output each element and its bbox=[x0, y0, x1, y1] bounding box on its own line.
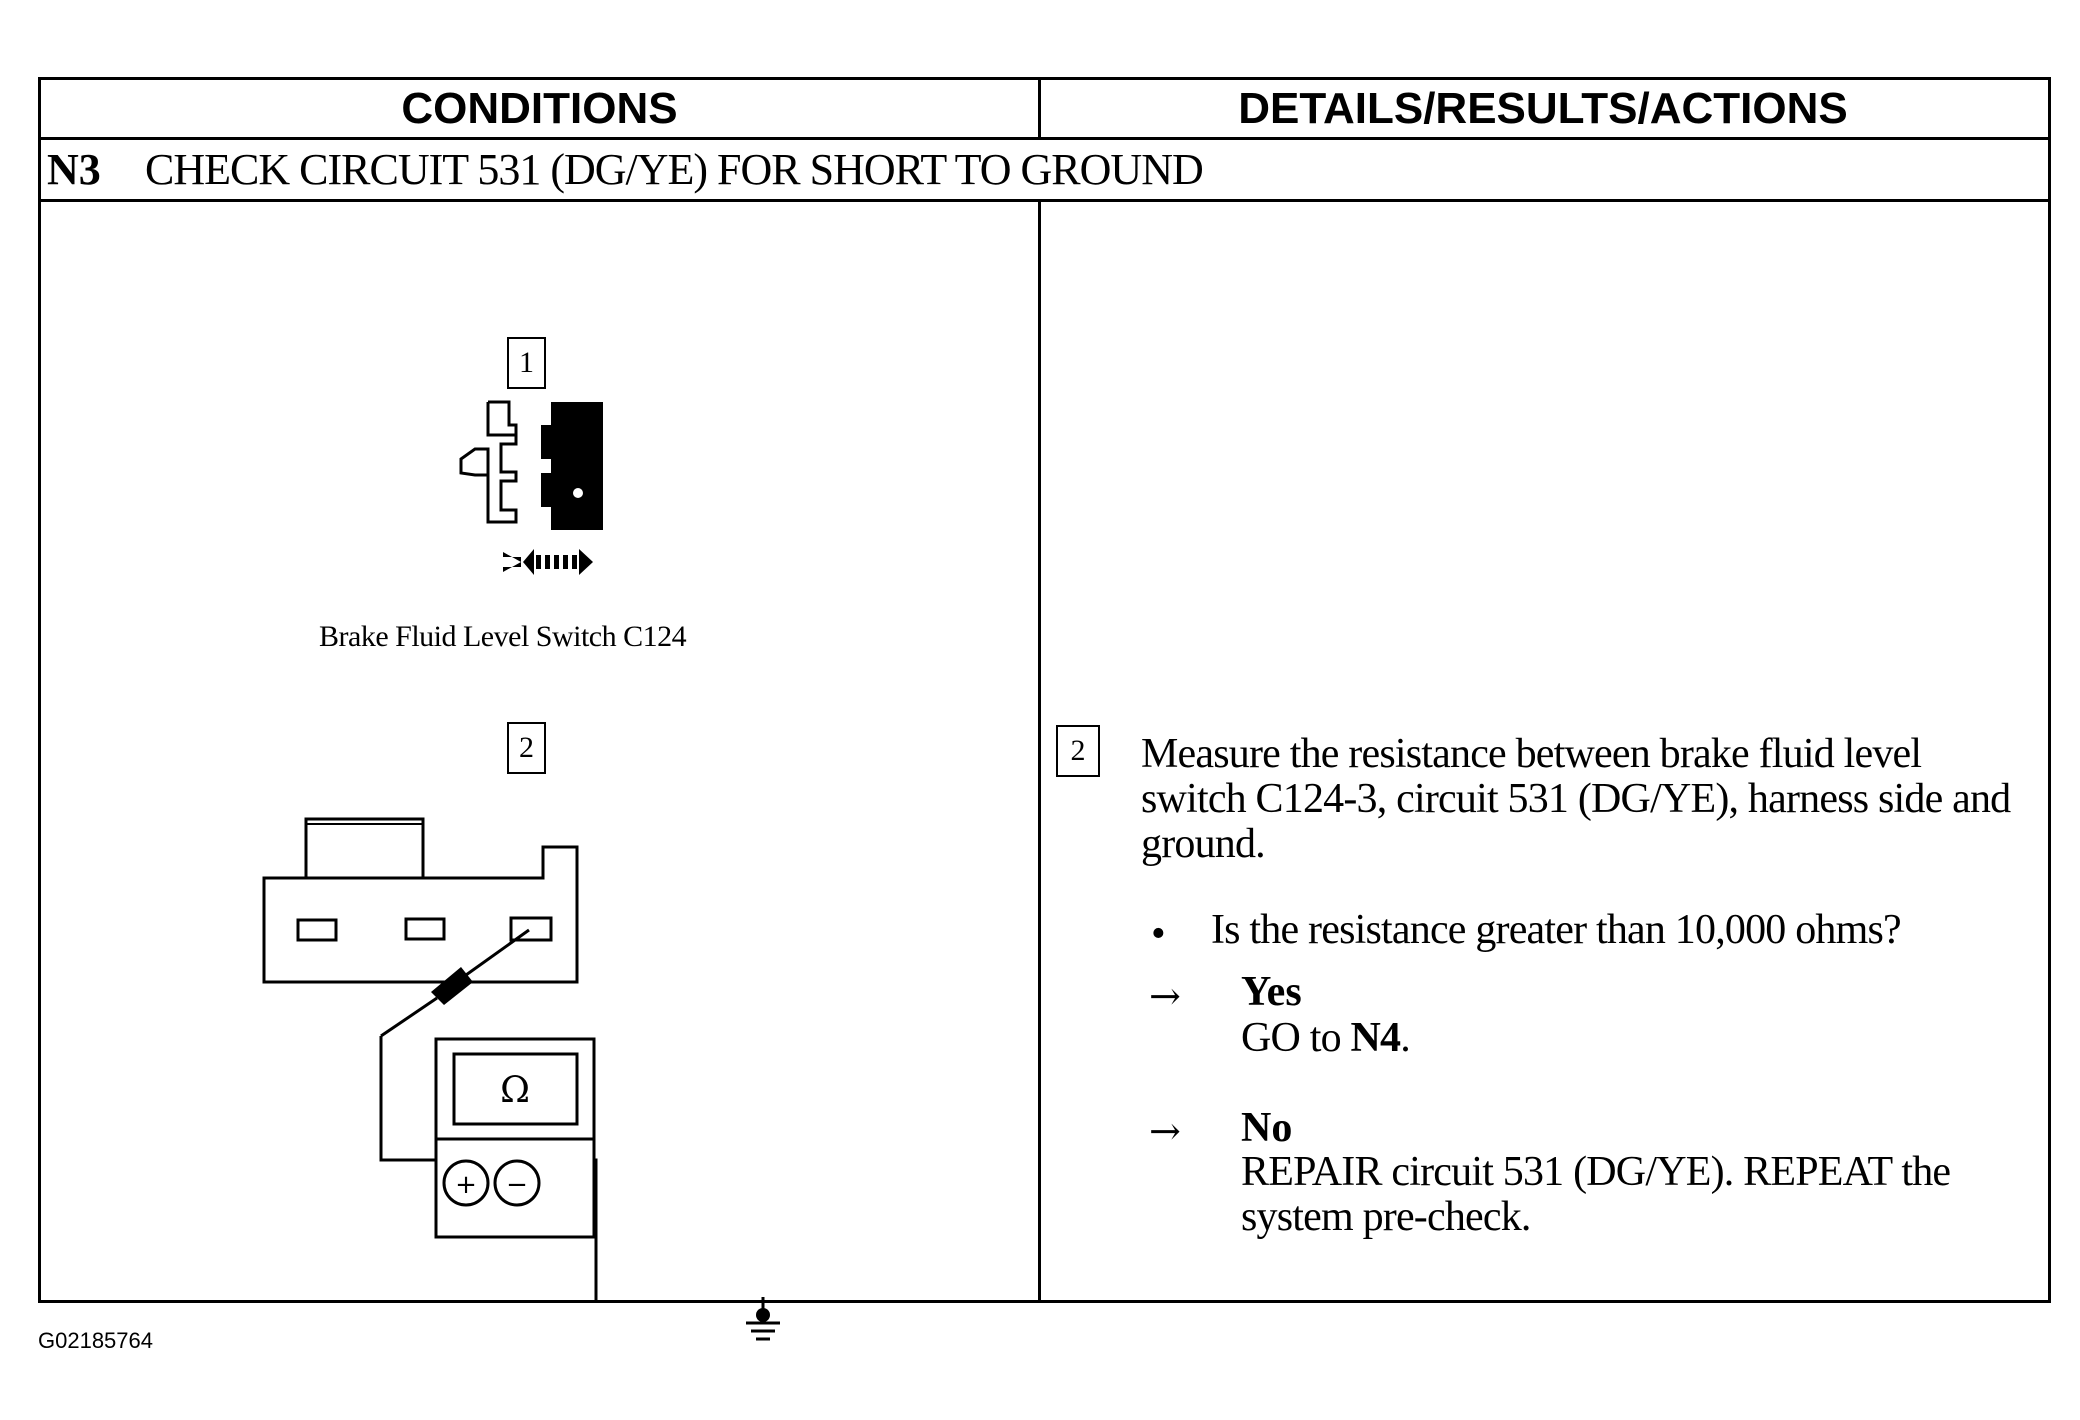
mating-connector-block bbox=[541, 402, 603, 530]
ohmmeter: Ω + − bbox=[434, 1037, 596, 1239]
yes-label: Yes bbox=[1241, 969, 1302, 1015]
test-probe bbox=[380, 928, 530, 1038]
measurement-instruction: Measure the resistance between brake flu… bbox=[1141, 731, 2011, 867]
step-title-row: N3 CHECK CIRCUIT 531 (DG/YE) FOR SHORT T… bbox=[41, 140, 2048, 202]
minus-label: − bbox=[506, 1170, 528, 1200]
table-header-row: CONDITIONS DETAILS/RESULTS/ACTIONS bbox=[41, 80, 2048, 140]
meter-display bbox=[452, 1052, 579, 1126]
conditions-header: CONDITIONS bbox=[401, 83, 678, 133]
yes-arrow-icon: → bbox=[1149, 974, 1181, 1018]
terminal-3 bbox=[509, 916, 553, 942]
yes-target-step[interactable]: N4 bbox=[1350, 1015, 1402, 1061]
step-title: CHECK CIRCUIT 531 (DG/YE) FOR SHORT TO G… bbox=[145, 145, 1204, 194]
connector-disconnect-diagram bbox=[459, 400, 603, 575]
terminal-1 bbox=[296, 918, 338, 942]
plus-terminal-icon bbox=[442, 1159, 490, 1207]
yes-text-prefix: GO to bbox=[1241, 1015, 1351, 1061]
details-header: DETAILS/RESULTS/ACTIONS bbox=[1238, 83, 1848, 133]
disconnect-arrow-icon bbox=[503, 549, 593, 575]
action-step-2-box: 2 bbox=[1056, 725, 1100, 777]
figure-id: G02185764 bbox=[38, 1328, 153, 1353]
no-result: REPAIR circuit 531 (DG/YE). REPEAT the s… bbox=[1241, 1149, 1951, 1240]
resistance-measurement-diagram: Ω + − bbox=[262, 817, 598, 1302]
ohm-symbol: Ω bbox=[500, 1070, 530, 1111]
terminal-2 bbox=[404, 917, 446, 941]
condition-step-2-box: 2 bbox=[507, 722, 546, 774]
ground-icon bbox=[746, 1297, 780, 1341]
diagnostic-table: CONDITIONS DETAILS/RESULTS/ACTIONS N3 CH… bbox=[38, 77, 2051, 1341]
conditions-column: 1 bbox=[41, 202, 1038, 1341]
condition-step-1-box: 1 bbox=[507, 337, 546, 389]
column-divider bbox=[1038, 202, 1041, 1300]
yes-result: GO to N4. bbox=[1241, 1016, 2031, 1061]
yes-text-suffix: . bbox=[1400, 1015, 1410, 1061]
connector-housing-outline bbox=[459, 400, 518, 524]
no-arrow-icon: → bbox=[1149, 1109, 1181, 1153]
step-id: N3 bbox=[47, 145, 101, 194]
resistance-question: Is the resistance greater than 10,000 oh… bbox=[1211, 907, 1902, 953]
minus-terminal-icon bbox=[493, 1159, 541, 1207]
bullet-icon: • bbox=[1151, 911, 1166, 957]
switch-caption: Brake Fluid Level Switch C124 bbox=[319, 620, 687, 653]
plus-label: + bbox=[455, 1170, 477, 1200]
actions-column: 2 Measure the resistance between brake f… bbox=[1041, 202, 2048, 1300]
no-label: No bbox=[1241, 1105, 1293, 1151]
header-divider bbox=[1038, 80, 1041, 140]
harness-connector bbox=[262, 817, 579, 984]
